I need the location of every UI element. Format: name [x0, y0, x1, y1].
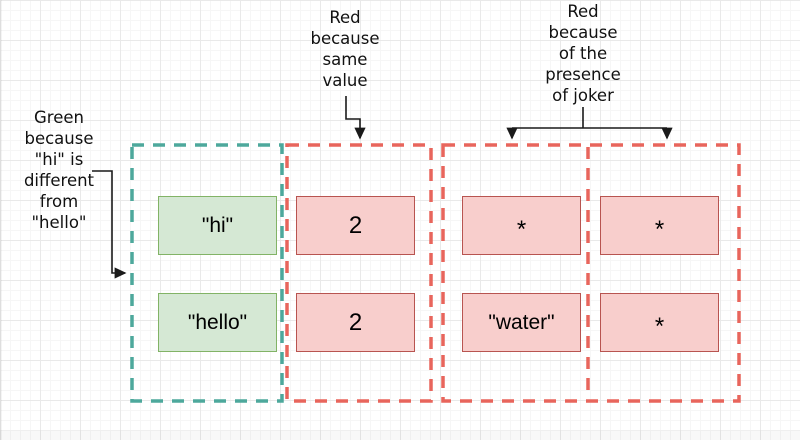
green-note: Green because "hi" is different from "he…	[23, 108, 95, 232]
joker-arrow-stem	[512, 107, 667, 129]
group-different-strings-outline	[130, 143, 284, 403]
joker-asterisk: *	[654, 215, 665, 243]
cell-joker-top-right: *	[600, 196, 719, 255]
same-value-note: Red because same value	[310, 8, 380, 90]
cell-count-bottom-value: 2	[348, 308, 363, 336]
cell-joker-top-left: *	[462, 196, 581, 255]
joker-note: Red because of the presence of joker	[545, 2, 621, 105]
cell-count-top: 2	[296, 196, 415, 255]
joker-asterisk: *	[516, 215, 527, 243]
cell-count-top-value: 2	[348, 211, 363, 239]
group-same-value-outline	[285, 143, 433, 403]
canvas-left-edge	[0, 0, 2, 440]
joker-asterisk: *	[654, 312, 665, 340]
cell-hello: "hello"	[158, 293, 277, 352]
cell-joker-bottom-right: *	[600, 293, 719, 352]
cell-water: "water"	[462, 293, 581, 352]
group-joker-outline	[441, 143, 741, 403]
cell-hi: "hi"	[158, 196, 277, 255]
same-value-arrow	[345, 96, 366, 140]
cell-count-bottom: 2	[296, 293, 415, 352]
canvas-bottom-band	[0, 430, 800, 440]
